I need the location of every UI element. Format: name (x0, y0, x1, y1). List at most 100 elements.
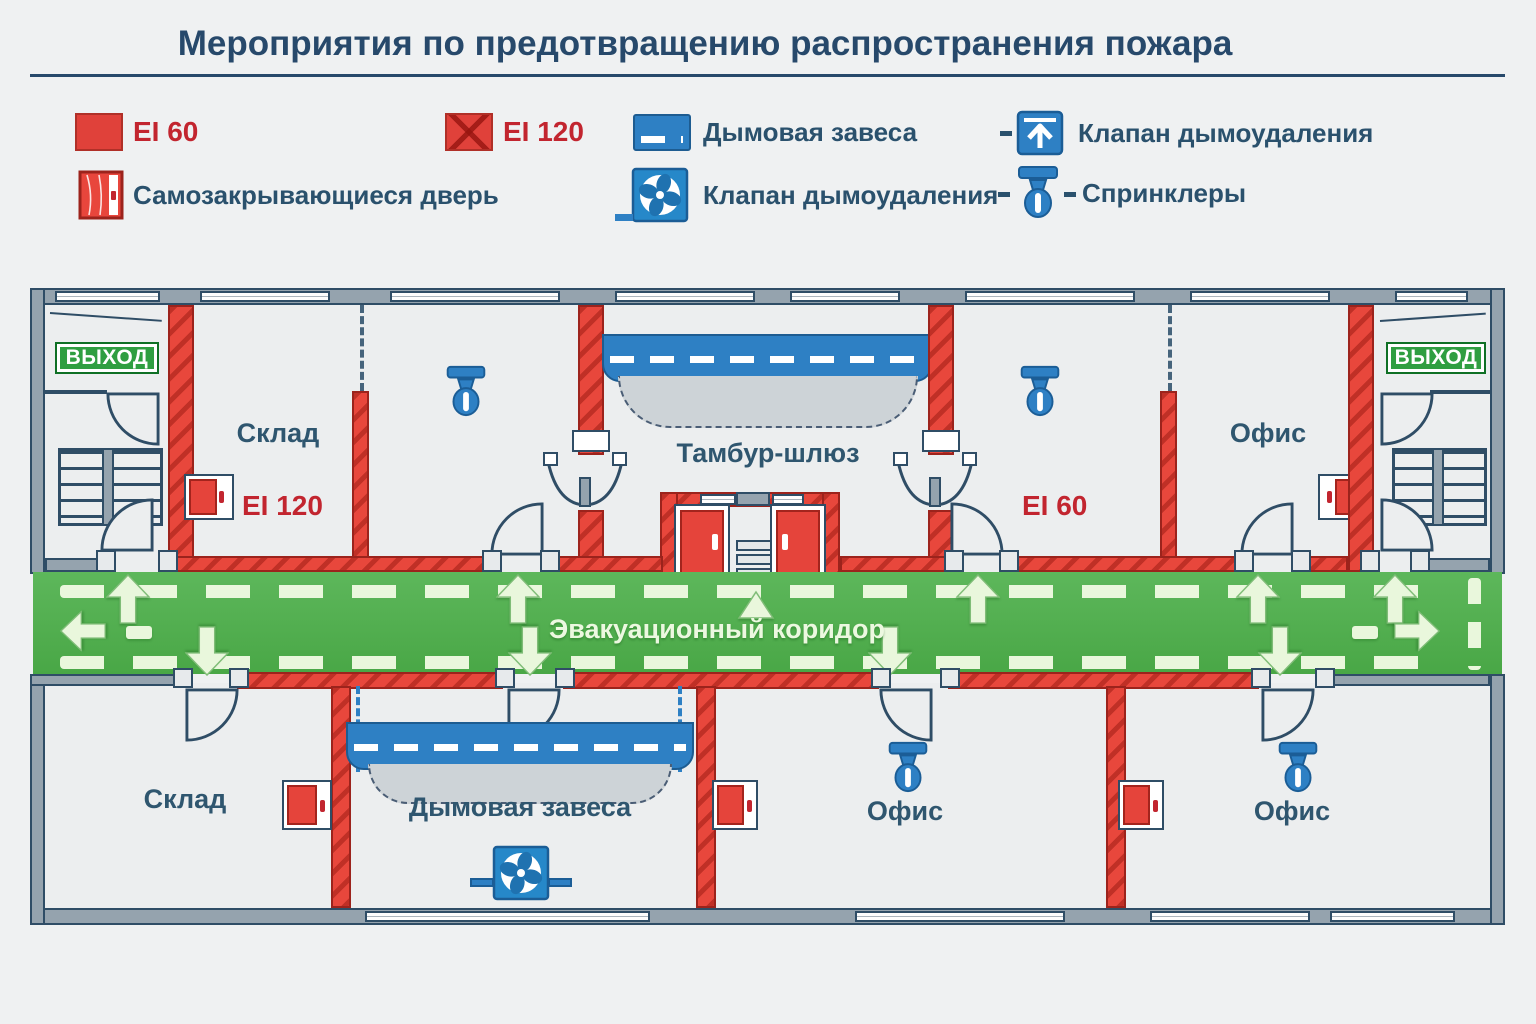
room-label-office-bottom-left: Офис (866, 796, 944, 826)
fire-door (770, 504, 826, 584)
fan-pipe-stub (615, 214, 633, 221)
legend-smoke-fan-valve-label: Клапан дымоудаления (703, 180, 999, 210)
door-post (158, 550, 178, 572)
up-arrow (1235, 574, 1281, 624)
window (1330, 911, 1455, 922)
fire-door (184, 474, 234, 520)
stair-divider (1432, 448, 1444, 526)
lane-dash-row (60, 585, 1440, 598)
smoke-fan-valve-icon (492, 844, 550, 902)
rating-label-ei60: EI 60 (1022, 490, 1088, 521)
door-post (944, 550, 964, 572)
door-post (1360, 550, 1380, 572)
fire-partition (1160, 391, 1177, 558)
up-arrow (495, 574, 541, 624)
legend-smoke-damper-label: Клапан дымоудаления (1078, 118, 1374, 148)
door-arc (490, 502, 544, 556)
exit-sign-right: ВЫХОД (1386, 342, 1486, 374)
left-arrow (60, 606, 106, 656)
door-post (1251, 668, 1271, 688)
fire-door (282, 780, 332, 830)
door-post (229, 668, 249, 688)
window (615, 291, 755, 302)
room-label-smoke-curtain: Дымовая завеса (408, 792, 632, 822)
fire-door (1118, 780, 1164, 830)
window (200, 291, 330, 302)
window (390, 291, 560, 302)
step (736, 540, 774, 551)
ei120-swatch-icon (445, 113, 493, 151)
exit-sign-right-text: ВЫХОД (1394, 346, 1478, 369)
wall-joint (922, 430, 960, 452)
legend-ei120-label: EI 120 (503, 116, 584, 147)
outer-wall-right-upper (1490, 288, 1505, 574)
fan-pipe-stub (548, 878, 572, 887)
smoke-damper-icon (1016, 110, 1064, 156)
room-label-vestibule: Тамбур-шлюз (676, 438, 860, 468)
window (365, 911, 650, 922)
fire-wall-corridor (563, 672, 879, 689)
fire-partition (352, 391, 369, 558)
wall-joint (572, 430, 610, 452)
door-post (1315, 668, 1335, 688)
door-arc (879, 688, 933, 742)
lintel-block (736, 492, 770, 506)
door-arc (100, 498, 154, 552)
stairwell-wall (45, 390, 107, 394)
self-closing-door-icon (78, 170, 124, 220)
up-arrow (955, 574, 1001, 624)
door-post (96, 550, 116, 572)
fire-wall-corridor (1003, 556, 1240, 572)
door-post (540, 550, 560, 572)
door-post (495, 668, 515, 688)
door-post (173, 668, 193, 688)
door-arc (950, 502, 1004, 556)
right-arrow (1394, 606, 1440, 656)
fire-wall-corridor (948, 672, 1259, 689)
corridor-label: Эвакуационный коридор (549, 614, 885, 644)
door-arc (185, 688, 239, 742)
sprinkler-icon (1016, 164, 1060, 220)
door-post (555, 668, 575, 688)
door-post (871, 668, 891, 688)
outer-wall-left-lower (30, 674, 45, 925)
smoke-fan-valve-icon (631, 167, 689, 223)
sprinkler-icon (886, 740, 930, 794)
door-post (1291, 550, 1311, 572)
door-arc (1261, 688, 1315, 742)
room-label-office-bottom-right: Офис (1253, 796, 1331, 826)
outer-wall-right-lower (1490, 674, 1505, 925)
dashed-partition (1168, 305, 1172, 391)
up-arrow (105, 574, 151, 624)
door-arc (1380, 498, 1434, 552)
legend-tick (998, 192, 1010, 197)
dashed-partition (360, 305, 364, 391)
fan-pipe-stub (470, 878, 494, 887)
smoke-cloud (618, 376, 918, 428)
door-arc (1380, 392, 1434, 446)
lane-dash (1352, 626, 1378, 639)
window (1150, 911, 1310, 922)
corridor-end-dashes (1468, 578, 1481, 670)
window (965, 291, 1135, 302)
fire-wall (1348, 305, 1374, 572)
sprinkler-icon (1018, 364, 1062, 418)
legend-ei60-label: EI 60 (133, 116, 199, 147)
sprinkler-icon (444, 364, 488, 418)
door-post (1234, 550, 1254, 572)
fire-wall (578, 510, 604, 558)
room-label-office-top: Офис (1229, 418, 1307, 448)
fire-wall (331, 686, 351, 908)
exit-sign-left: ВЫХОД (55, 342, 159, 374)
legend-smoke-curtain-label: Дымовая завеса (703, 117, 918, 147)
room-label-storage-bottom: Склад (143, 784, 227, 814)
door-post (940, 668, 960, 688)
stairwell-wall (1430, 390, 1490, 394)
title-underline (30, 74, 1505, 77)
fire-wall (168, 305, 194, 572)
door-post (482, 550, 502, 572)
exit-sign-left-text: ВЫХОД (65, 346, 149, 369)
outer-wall-left-upper (30, 288, 45, 574)
legend-sprinklers-label: Спринклеры (1082, 178, 1247, 208)
